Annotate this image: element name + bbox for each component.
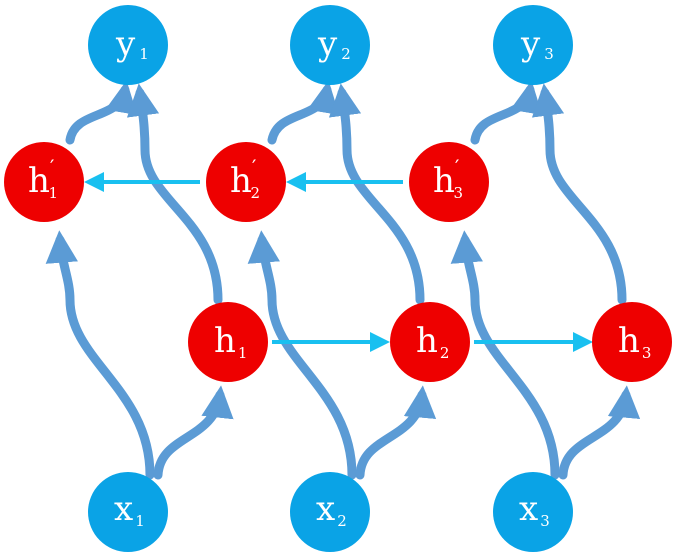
node-h2-backward: h′2 (206, 142, 286, 222)
edge-x1-to-h1-backward (45, 230, 155, 480)
edge-x1-to-h1-forward (153, 385, 234, 480)
svg-text:h3: h3 (618, 321, 651, 362)
svg-text:x2: x2 (316, 489, 347, 530)
svg-text:y2: y2 (317, 24, 351, 64)
edge-x3-to-h3-forward (558, 385, 641, 480)
edge-h1-backward-to-y1 (65, 80, 138, 145)
edge-h1-forward-to-y1 (126, 83, 223, 305)
edge-h3-backward-to-y3 (470, 80, 543, 145)
node-h3-backward: h′3 (409, 142, 489, 222)
svg-text:x3: x3 (519, 489, 550, 530)
svg-text:h′2: h′2 (230, 155, 260, 202)
svg-text:x1: x1 (114, 489, 145, 530)
edge-x2-to-h2-backward (247, 230, 357, 480)
svg-text:h2: h2 (416, 321, 449, 362)
svg-text:h′3: h′3 (433, 155, 463, 202)
edge-h3-forward-to-y3 (531, 83, 627, 305)
edge-h2-backward-to-y2 (267, 80, 340, 145)
svg-text:y3: y3 (520, 24, 554, 64)
svg-text:h′1: h′1 (28, 155, 58, 202)
svg-text:h1: h1 (214, 321, 247, 362)
edge-x2-to-h2-forward (355, 385, 437, 480)
svg-text:y1: y1 (115, 24, 149, 64)
edge-h2-forward-to-y2 (328, 83, 425, 305)
node-h1-backward: h′1 (4, 142, 84, 222)
edge-x3-to-h3-backward (450, 230, 560, 480)
